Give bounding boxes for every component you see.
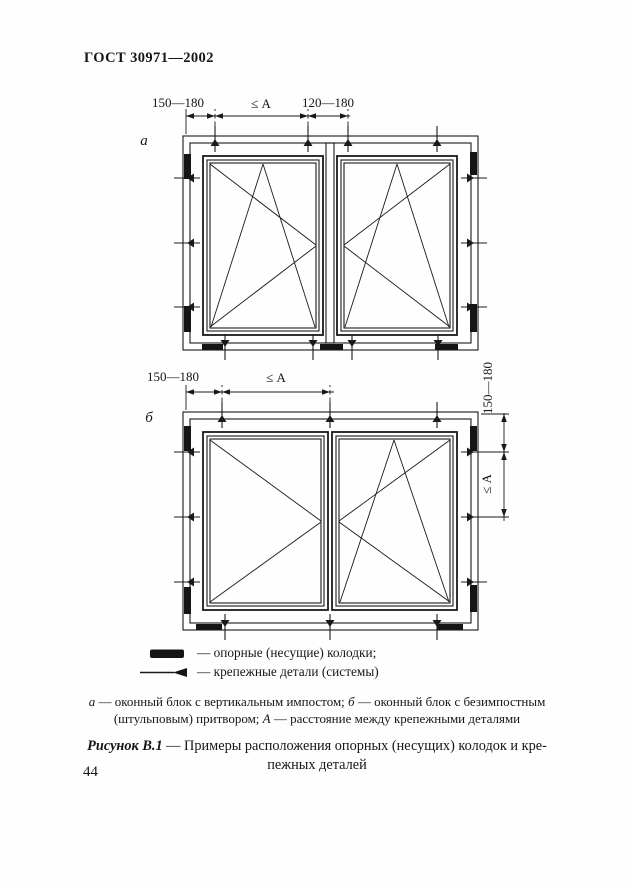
dimension-a-top: 150—180 ≤ А 120—180 [152, 95, 354, 134]
support-block-icon [320, 344, 343, 350]
support-block-icon [202, 344, 223, 350]
support-block-icon [150, 649, 184, 658]
legend-item-fasteners: — крепежные детали (системы) [140, 664, 379, 680]
support-block-icon [437, 624, 463, 630]
figure-caption-text-2: пежных деталей [267, 756, 367, 773]
diagram-a-letter: а [140, 133, 148, 149]
fastener-icon [307, 333, 319, 361]
note-text-a: — оконный блок с вертикальным импостом; [95, 694, 349, 709]
dim-label-a-leq-A: ≤ А [251, 96, 271, 111]
dim-label-a-150-180: 150—180 [152, 95, 204, 110]
fastener-icon [431, 401, 443, 429]
fastener-icon [216, 401, 228, 429]
page-number: 44 [83, 764, 98, 780]
standard-number-header: ГОСТ 30971—2002 [84, 50, 214, 66]
sash-a-left [202, 155, 324, 336]
diagram-b: б [145, 362, 509, 641]
legend-label-support-blocks: — опорные (несущие) колодки; [197, 645, 377, 660]
fastener-icon [302, 125, 314, 153]
dim-label-b-side-leq-A: ≤ А [479, 474, 494, 494]
figure-number: Рисунок В.1 [87, 738, 163, 754]
note-text-b: — оконный блок с безимпостным [354, 694, 546, 709]
dim-label-a-120-180: 120—180 [302, 95, 354, 110]
support-block-icon [470, 152, 477, 175]
note-key-b: б [348, 694, 355, 709]
note-key-A: А [262, 710, 271, 726]
fastener-icon [346, 333, 358, 361]
sash-b-right [331, 431, 458, 611]
fastener-icon [173, 237, 201, 249]
dimension-b-side: 150—180 ≤ А [479, 362, 509, 521]
fastener-icon [173, 576, 201, 588]
legend-item-support-blocks: — опорные (несущие) колодки; [140, 645, 376, 661]
support-block-icon [184, 426, 191, 451]
note-text-b2: (штульповым) притвором; [113, 710, 263, 726]
support-block-icon [435, 344, 458, 350]
fastener-icons-b [173, 401, 488, 641]
fastener-icon [209, 125, 221, 153]
support-block-icon [184, 587, 191, 614]
fastener-icon [431, 125, 443, 153]
figure-notes: а — оконный блок с вертикальным импостом… [62, 694, 572, 727]
sash-a-right [336, 155, 458, 336]
fastener-icon [460, 511, 488, 523]
dim-label-b-side-150-180: 150—180 [480, 362, 495, 414]
support-block-icon [184, 306, 191, 332]
support-block-icon [184, 154, 191, 179]
fastener-icon [342, 125, 354, 153]
fastener-icon [460, 237, 488, 249]
note-key-a: а [88, 694, 96, 709]
diagram-a: а [140, 95, 488, 361]
support-block-icon [196, 624, 222, 630]
vertical-impost [325, 142, 335, 344]
dim-label-b-leq-A: ≤ А [266, 370, 286, 385]
fastener-icon [173, 511, 201, 523]
fastener-icons-a [173, 125, 488, 361]
figure-caption-text-1: — Примеры расположения опорных (несущих)… [162, 738, 547, 754]
fastener-icon [324, 613, 336, 641]
window-frame-b [182, 411, 479, 631]
support-block-icon [470, 304, 477, 332]
fastener-arrow-icon [140, 667, 187, 677]
support-block-icon [470, 426, 477, 451]
dim-label-b-150-180: 150—180 [147, 369, 199, 384]
sash-b-left [202, 431, 329, 611]
figure-caption: Рисунок В.1 — Примеры расположения опорн… [62, 737, 572, 774]
legend-label-fasteners: — крепежные детали (системы) [197, 664, 379, 679]
window-frame-a [182, 135, 479, 351]
support-block-icons-b [184, 426, 477, 630]
fastener-icon [324, 401, 336, 429]
diagram-b-letter: б [145, 410, 153, 426]
support-block-icon [470, 585, 477, 612]
note-text-A: — расстояние между крепежными деталями [270, 710, 521, 726]
dimension-b-top: 150—180 ≤ А [147, 369, 334, 410]
support-block-icons-a [184, 152, 477, 350]
